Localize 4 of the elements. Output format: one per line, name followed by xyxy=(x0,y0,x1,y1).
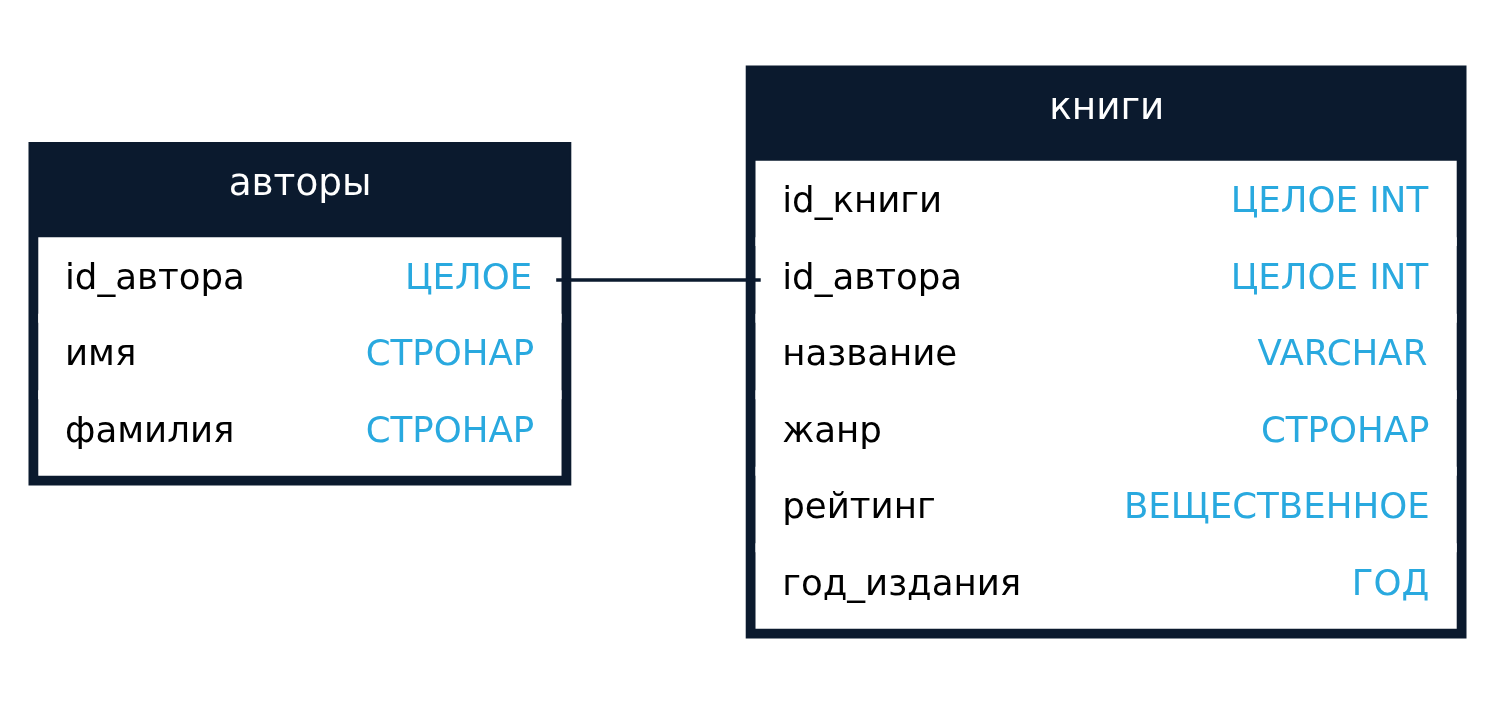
node-box: фамилия СТРОНАР xyxy=(38,390,562,476)
node-box: год_издания ГОД xyxy=(755,543,1457,629)
node-box: id_книги ЦЕЛОЕ INT xyxy=(755,160,1457,247)
connector xyxy=(556,278,761,282)
